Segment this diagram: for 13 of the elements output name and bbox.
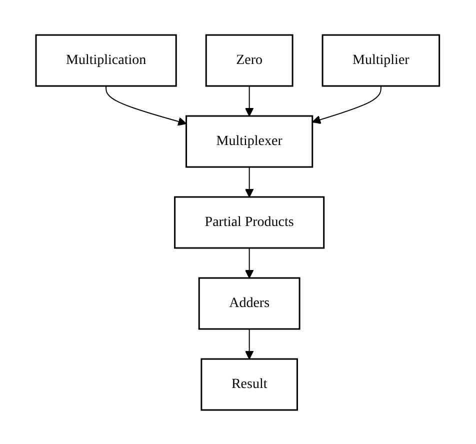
arrow [106,85,187,126]
arrow [245,247,254,278]
node-box: Result [201,358,298,410]
arrow [245,166,254,197]
node-box: Partial Products [174,196,325,248]
node-box: Multiplexer [186,114,314,168]
arrow [312,85,382,124]
arrow [245,85,254,116]
node-box: Zero [206,34,294,86]
arrow [245,328,254,359]
node-box: Multiplier [322,34,440,86]
node-box: Adders [198,276,301,330]
node-box: Multiplication [36,34,178,86]
